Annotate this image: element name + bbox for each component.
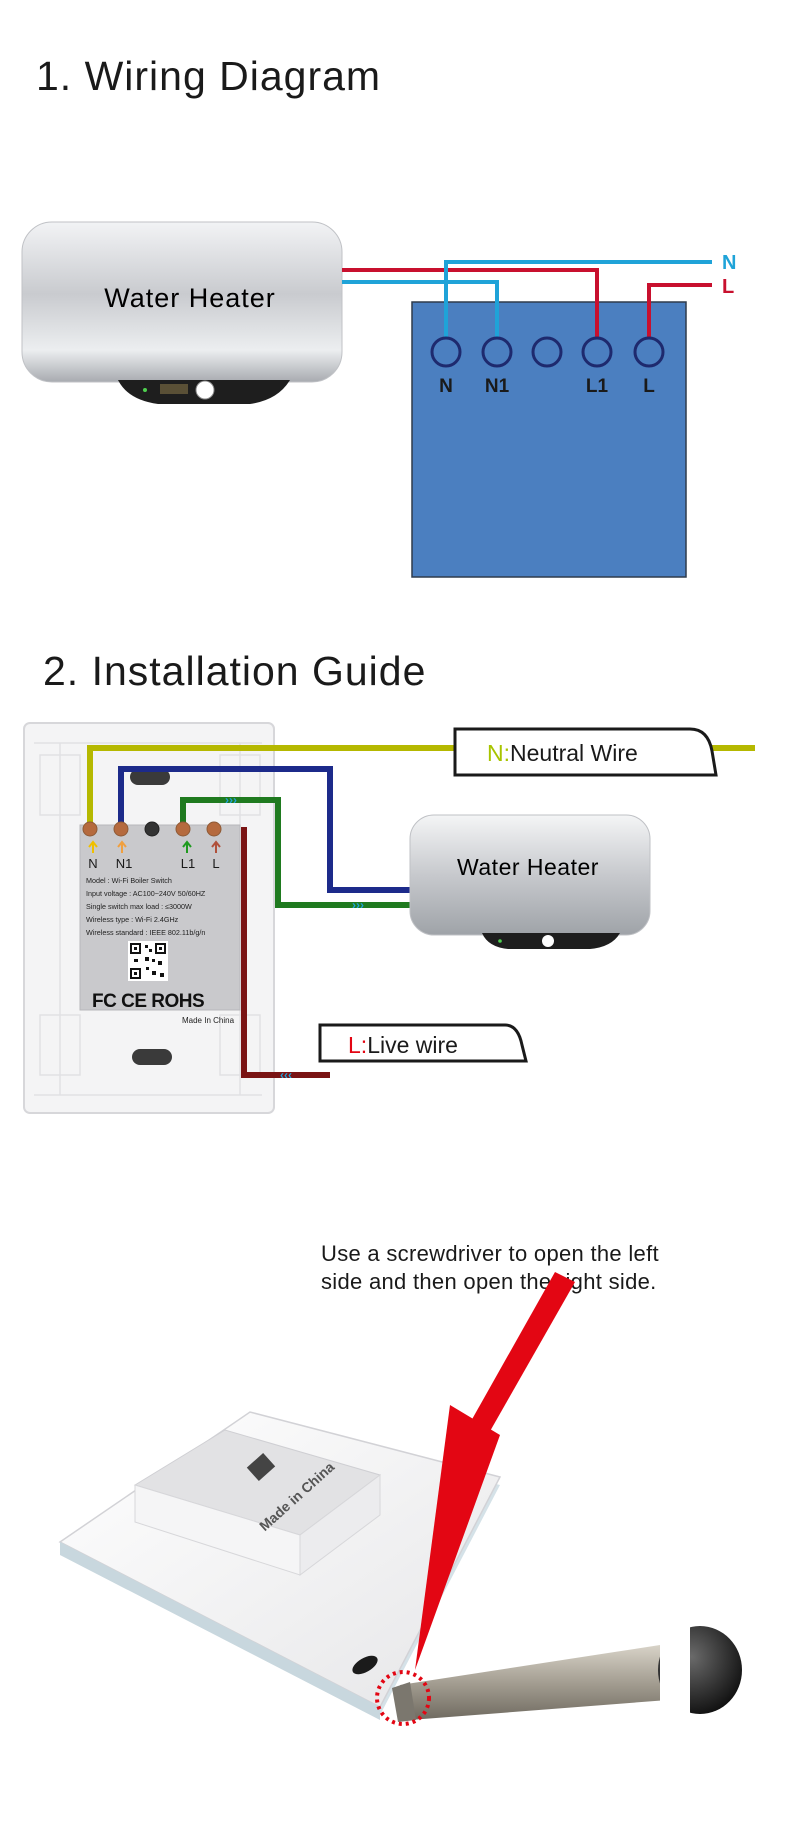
neutral-prefix: N: [487,740,510,766]
terminal-l [633,336,665,368]
screwdriver-instruction: Use a screwdriver to open the left side … [321,1240,659,1296]
made-in-china-label: Made In China [182,1016,235,1025]
terminal-n1 [481,336,513,368]
instruction-line-2: side and then open the right side. [321,1269,657,1294]
spec-input-voltage: Input voltage : AC100~240V 50/60HZ [86,889,206,898]
installation-guide-diagram: ››› ››› ‹‹‹ N N1 L1 L Model : Wi-Fi Boil… [23,722,755,1114]
l-line-label: L [722,276,734,298]
n-line-label: N [722,252,736,274]
svg-text:›››: ››› [352,898,364,912]
svg-text:N:Neutral Wire: N:Neutral Wire [487,740,638,766]
highlight-circle [375,1670,431,1726]
certification-marks: FC CE ROHS [92,991,204,1012]
svg-text:L:Live wire: L:Live wire [348,1032,458,1058]
heater-live-wire [342,268,599,348]
live-prefix: L: [348,1032,367,1058]
terminal-n [82,821,98,837]
section-title-wiring-diagram: 1. Wiring Diagram [36,53,382,99]
svg-text:‹‹‹: ‹‹‹ [280,1068,292,1082]
neutral-text: Neutral Wire [510,740,638,766]
instruction-line-1: Use a screwdriver to open the left [321,1241,659,1266]
screwdriver-photo: Made in China [58,1272,742,1726]
wiring-diagram: Water Heater N L N N1 L1 L [21,221,736,578]
terminal-label-n1: N1 [485,376,510,397]
live-wire-callout [318,1023,528,1063]
heater-neutral-wire [342,280,499,348]
terminal-l1 [581,336,613,368]
qr-code-icon [128,941,168,981]
screwdriver-icon [392,1625,742,1725]
water-heater [409,814,651,949]
terminal-label-n: N [439,376,453,397]
spec-wireless-standard: Wireless standard : IEEE 802.11b/g/n [86,928,205,937]
supply-neutral-wire [444,260,712,348]
terminal-blank [144,821,160,837]
water-heater [21,221,343,404]
terminal-l1 [175,821,191,837]
heater-l1-wire [180,797,416,908]
heater-label: Water Heater [457,854,599,880]
svg-text:›››: ››› [225,793,237,807]
live-text: Live wire [367,1032,458,1058]
spec-model: Model : Wi-Fi Boiler Switch [86,876,172,885]
terminal-l [206,821,222,837]
terminal-label-l1: L1 [586,376,609,397]
terminal-n [430,336,462,368]
heater-label: Water Heater [104,283,276,313]
section-title-installation-guide: 2. Installation Guide [43,648,427,694]
terminal-blank [531,336,563,368]
switch-device: Made in China [58,1411,502,1720]
red-arrow-icon [415,1272,575,1670]
spec-wireless-type: Wireless type : Wi-Fi 2.4GHz [86,915,179,924]
terminal-label-l: L [643,376,655,397]
heater-n1-wire [118,766,416,893]
supply-live-wire [647,283,712,348]
terminal-n1 [113,821,129,837]
live-wire [241,827,330,1078]
terminal-label-n: N [88,856,97,871]
terminal-label-l: L [212,856,219,871]
spec-max-load: Single switch max load : ≤3000W [86,902,192,911]
neutral-wire-callout [453,727,718,777]
terminal-label-n1: N1 [116,856,133,871]
terminal-label-l1: L1 [181,856,195,871]
